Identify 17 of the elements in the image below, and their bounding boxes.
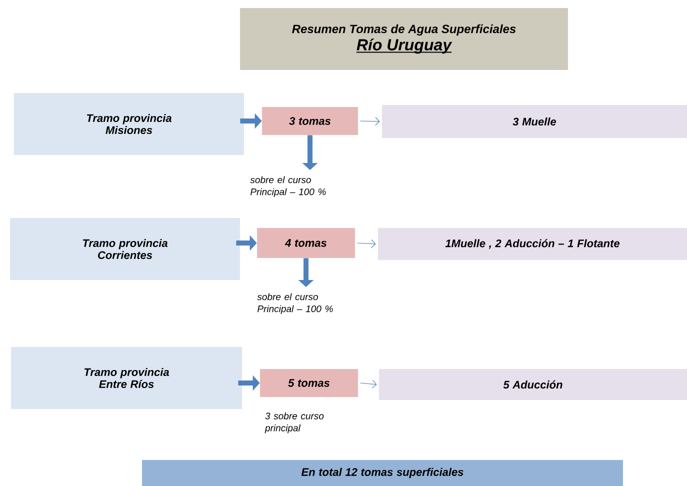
title-box: Resumen Tomas de Agua Superficiales Río Uruguay xyxy=(240,8,568,70)
total-box: En total 12 tomas superficiales xyxy=(142,460,623,486)
arrow xyxy=(356,239,376,248)
note-text: sobre el curso Principal – 100 % xyxy=(250,176,326,198)
count-box: 4 tomas xyxy=(257,228,355,258)
region-box: Tramo provincia Misiones xyxy=(14,93,244,155)
arrow xyxy=(360,117,380,126)
type-box: 5 Aducción xyxy=(379,369,687,400)
count-box: 3 tomas xyxy=(262,107,358,135)
region-box: Tramo provincia Corrientes xyxy=(10,218,240,280)
type-box: 1Muelle , 2 Aducción – 1 Flotante xyxy=(378,228,687,260)
note-text: sobre el curso Principal – 100 % xyxy=(257,293,333,314)
type-box: 3 Muelle xyxy=(382,105,687,138)
region-box: Tramo provincia Entre Ríos xyxy=(11,347,242,409)
arrow xyxy=(360,380,377,388)
count-box: 5 tomas xyxy=(260,369,358,397)
note-text: 3 sobre curso principal xyxy=(264,412,324,434)
